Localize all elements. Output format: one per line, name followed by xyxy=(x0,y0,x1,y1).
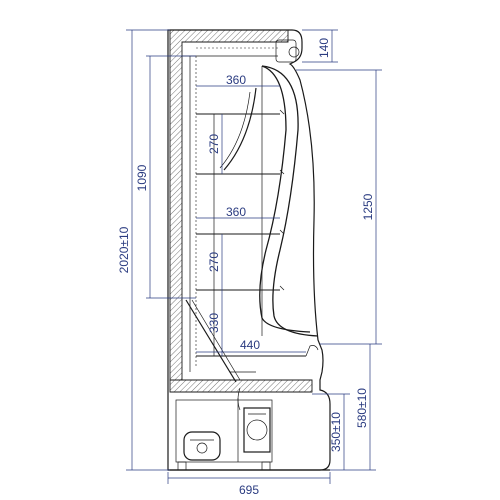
air-grille-top xyxy=(275,39,297,63)
bottom-deck-lip xyxy=(305,345,319,357)
base-compartment xyxy=(168,371,330,471)
compressor-port xyxy=(196,442,208,454)
label-total-width: 695 xyxy=(239,483,259,497)
label-shelf-depth-top: 360 xyxy=(226,73,246,87)
glass-curve-inner xyxy=(259,65,311,333)
outer-shell xyxy=(167,29,331,471)
diagonal-support-inner xyxy=(191,299,241,381)
night-curtain xyxy=(223,87,257,171)
condenser-fan xyxy=(243,407,271,453)
label-shelf-base-height: 350±10 xyxy=(329,412,343,452)
machine-bay xyxy=(175,399,273,463)
dimension-labels: 2020±10 1090 1250 140 580±10 350±10 360 … xyxy=(117,38,375,497)
foot-right xyxy=(261,461,271,471)
front-glass xyxy=(219,65,319,337)
light-fixture xyxy=(288,46,300,58)
compressor xyxy=(183,431,221,461)
label-base-depth: 440 xyxy=(240,338,260,352)
diagonal-support xyxy=(185,299,237,383)
floor-insulation xyxy=(169,379,313,393)
night-curtain-inner xyxy=(219,91,251,169)
label-spacing-lower: 270 xyxy=(207,252,221,272)
foot-left xyxy=(177,461,187,471)
label-interior-height: 1090 xyxy=(135,164,149,191)
dimension-lines xyxy=(126,29,382,484)
label-spacing-bottom: 330 xyxy=(207,313,221,333)
label-total-height: 2020±10 xyxy=(117,226,131,273)
shelf-2-lip xyxy=(279,169,285,175)
shelves xyxy=(185,109,319,383)
label-spacing-upper: 270 xyxy=(207,134,221,154)
shelf-4-lip xyxy=(279,285,285,291)
shelf-3-lip xyxy=(279,229,285,235)
label-base-height: 580±10 xyxy=(355,388,369,428)
fan-blade xyxy=(246,419,268,441)
label-shelf-depth-mid: 360 xyxy=(226,205,246,219)
glass-curve-outer xyxy=(261,65,319,337)
drain-pipe xyxy=(237,387,241,411)
cabinet-body xyxy=(167,29,331,471)
label-right-height: 1250 xyxy=(361,193,375,220)
shelf-1-lip xyxy=(279,109,285,115)
label-top-section: 140 xyxy=(317,38,331,58)
